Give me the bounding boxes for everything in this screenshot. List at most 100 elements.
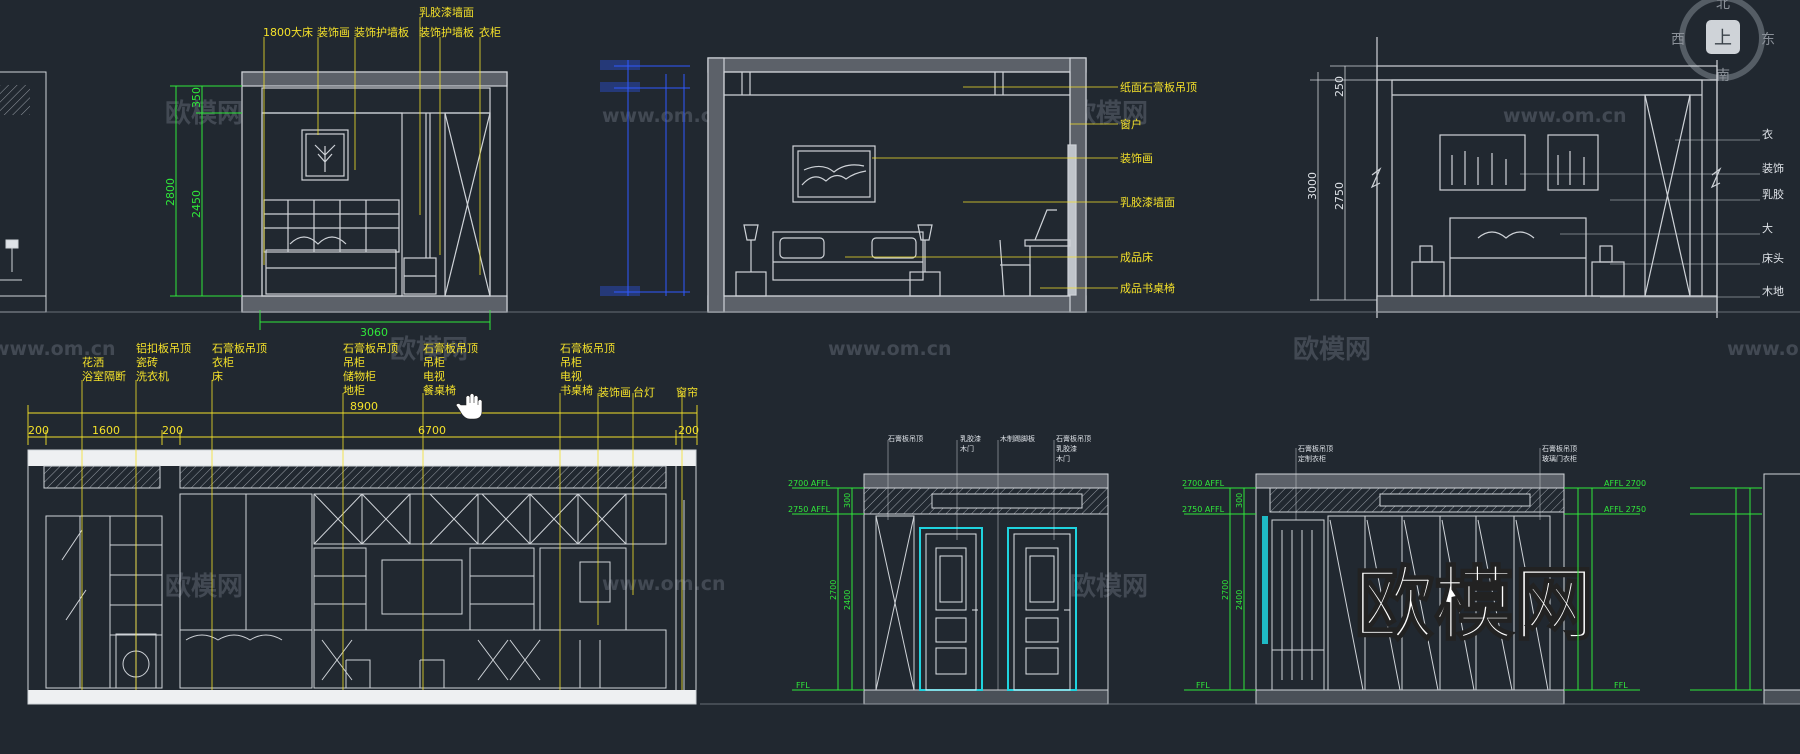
dim-2450: 2450: [190, 190, 203, 218]
watermark-url: www.om.cn: [828, 338, 952, 360]
long-elev-label: 吊柜: [343, 356, 365, 369]
ground-lines: [0, 311, 1800, 705]
callout-skirting: 木制踢脚板: [1000, 434, 1035, 443]
callout-gypsum-1: 石膏板吊顶: [888, 434, 923, 443]
dim-300: 300: [843, 493, 852, 508]
callout-bed: 成品床: [1120, 250, 1153, 264]
dim-2700-w: 2700: [1221, 580, 1230, 600]
elevation-far-right-partial: [1690, 473, 1800, 705]
long-elev-label: 电视: [423, 369, 445, 383]
level-2700-affl-r: AFFL 2700: [1604, 479, 1646, 488]
watermark-text: 欧模网: [390, 334, 468, 365]
callout-custom-wardrobe: 定制衣柜: [1298, 454, 1326, 463]
long-elev-label: 台灯: [633, 385, 655, 399]
level-2750-affl-r: AFFL 2750: [1604, 505, 1646, 514]
elevation-doors: 2700 AFFL 2750 AFFL FFL 300 2400 2700 石膏…: [788, 434, 1109, 705]
compass-south[interactable]: 南: [1716, 68, 1730, 84]
long-elev-label: 石膏板吊顶: [560, 341, 615, 355]
long-elev-label: 衣柜: [212, 355, 234, 369]
watermark-url: www.om.cn: [602, 105, 726, 127]
elevation-far-left-partial: [0, 71, 47, 313]
level-2700-affl: 2700 AFFL: [788, 479, 831, 488]
watermark-url: www.om.cn: [1503, 105, 1627, 127]
watermark-text: 欧模网: [1293, 334, 1371, 365]
pan-hand-cursor-icon[interactable]: [455, 393, 483, 420]
dim-1600: 1600: [92, 424, 120, 437]
dim-2400: 2400: [843, 590, 852, 610]
long-elev-label: 装饰画: [598, 385, 631, 399]
callout-glass-wardrobe: 玻璃门衣柜: [1542, 454, 1577, 463]
level-ffl: FFL: [796, 681, 810, 690]
callout-wardrobe-cut: 衣: [1762, 127, 1773, 141]
callout-desk-chair: 成品书桌椅: [1120, 281, 1175, 295]
dim-200-b: 200: [162, 424, 183, 437]
callout-wood-door-1: 木门: [960, 444, 974, 453]
label-wardrobe: 衣柜: [479, 25, 501, 39]
elevation-bedroom-a: 350 2450 2800 3060 1800大床 装饰画 装饰护墙板 乳胶漆墙…: [164, 5, 508, 339]
elevation-long-apartment: 花洒浴室隔断铝扣板吊顶瓷砖洗衣机石膏板吊顶衣柜床石膏板吊顶吊柜储物柜地柜石膏板吊…: [27, 341, 699, 705]
label-decor-painting: 装饰画: [317, 25, 350, 39]
level-2700-affl-l: 2700 AFFL: [1182, 479, 1225, 488]
level-2750-affl: 2750 AFFL: [788, 505, 831, 514]
watermark-url: www.om.cn: [0, 338, 116, 360]
level-ffl-r: FFL: [1614, 681, 1628, 690]
dim-3060: 3060: [360, 326, 388, 339]
watermark-text: 欧模网: [1070, 571, 1148, 602]
level-2750-affl-l: 2750 AFFL: [1182, 505, 1225, 514]
label-wainscot-1: 装饰护墙板: [354, 25, 409, 39]
compass-north[interactable]: 北: [1716, 0, 1730, 12]
watermark-url: www.om.cn: [602, 573, 726, 595]
cyan-strip: [1262, 516, 1268, 644]
view-compass[interactable]: 上 北 东 南 西: [1671, 0, 1775, 84]
long-elev-label: 电视: [560, 369, 582, 383]
watermarks: 欧模网 www.om.cn 欧模网 www.om.cn www.om.cn 欧模…: [0, 98, 1800, 602]
long-elev-label: 石膏板吊顶: [343, 341, 398, 355]
compass-up-label[interactable]: 上: [1714, 28, 1732, 49]
long-elev-labels: 花洒浴室隔断铝扣板吊顶瓷砖洗衣机石膏板吊顶衣柜床石膏板吊顶吊柜储物柜地柜石膏板吊…: [82, 341, 698, 399]
callout-gypsum-ceiling: 纸面石膏板吊顶: [1120, 80, 1197, 94]
label-wainscot-2: 装饰护墙板: [419, 25, 474, 39]
long-elev-label: 花洒: [82, 356, 104, 369]
dim-2800: 2800: [164, 178, 177, 206]
callout-floor-cut: 木地: [1762, 285, 1784, 298]
long-elev-label: 床: [212, 369, 223, 383]
dim-300-w: 300: [1235, 493, 1244, 508]
long-elev-label: 储物柜: [343, 369, 376, 383]
dim-200-a: 200: [28, 424, 49, 437]
callout-decor-cut: 装饰: [1762, 161, 1784, 175]
callout-gypsum-w2: 石膏板吊顶: [1542, 444, 1577, 453]
long-elev-label: 窗帘: [676, 385, 698, 399]
compass-top-button[interactable]: [1706, 20, 1740, 54]
watermark-text: 欧模网: [165, 571, 243, 602]
label-1800-bed: 1800大床: [263, 25, 313, 39]
long-elev-label: 餐桌椅: [423, 383, 456, 397]
callout-painting: 装饰画: [1120, 151, 1153, 165]
dim-6700: 6700: [418, 424, 446, 437]
callout-gypsum-2: 石膏板吊顶: [1056, 434, 1091, 443]
dim-350: 350: [190, 87, 203, 108]
dim-2700: 2700: [829, 580, 838, 600]
level-ffl-l: FFL: [1196, 681, 1210, 690]
callout-wood-door-2: 木门: [1056, 454, 1070, 463]
long-elev-label: 吊柜: [560, 356, 582, 369]
callout-gypsum-w1: 石膏板吊顶: [1298, 444, 1333, 453]
long-elev-label: 瓷砖: [136, 355, 158, 369]
long-elev-label: 地柜: [343, 384, 365, 397]
long-elev-label: 洗衣机: [136, 369, 169, 383]
callout-latex-1: 乳胶漆: [960, 434, 981, 443]
dim-250: 250: [1333, 76, 1346, 97]
long-elev-label: 石膏板吊顶: [212, 341, 267, 355]
compass-west[interactable]: 西: [1671, 32, 1685, 48]
long-elev-label: 书桌椅: [560, 383, 593, 397]
elevation-bedroom-c: 250 2750 3000 衣 装饰 乳胶 大 床头 木地: [1306, 37, 1784, 318]
dim-2750: 2750: [1333, 182, 1346, 210]
compass-east[interactable]: 东: [1761, 32, 1775, 48]
long-elev-label: 石膏板吊顶: [423, 341, 478, 355]
elevation-wardrobe: 欧模网 2700 AFFL 2750 AFFL FFL AFFL 2700 AF…: [1182, 444, 1646, 705]
callout-latex-wall: 乳胶漆墙面: [1120, 195, 1175, 209]
callout-latex-2: 乳胶漆: [1056, 444, 1077, 453]
dim-2400-w: 2400: [1235, 590, 1244, 610]
label-latex-wall: 乳胶漆墙面: [419, 5, 474, 19]
callout-window: 窗户: [1120, 117, 1142, 131]
